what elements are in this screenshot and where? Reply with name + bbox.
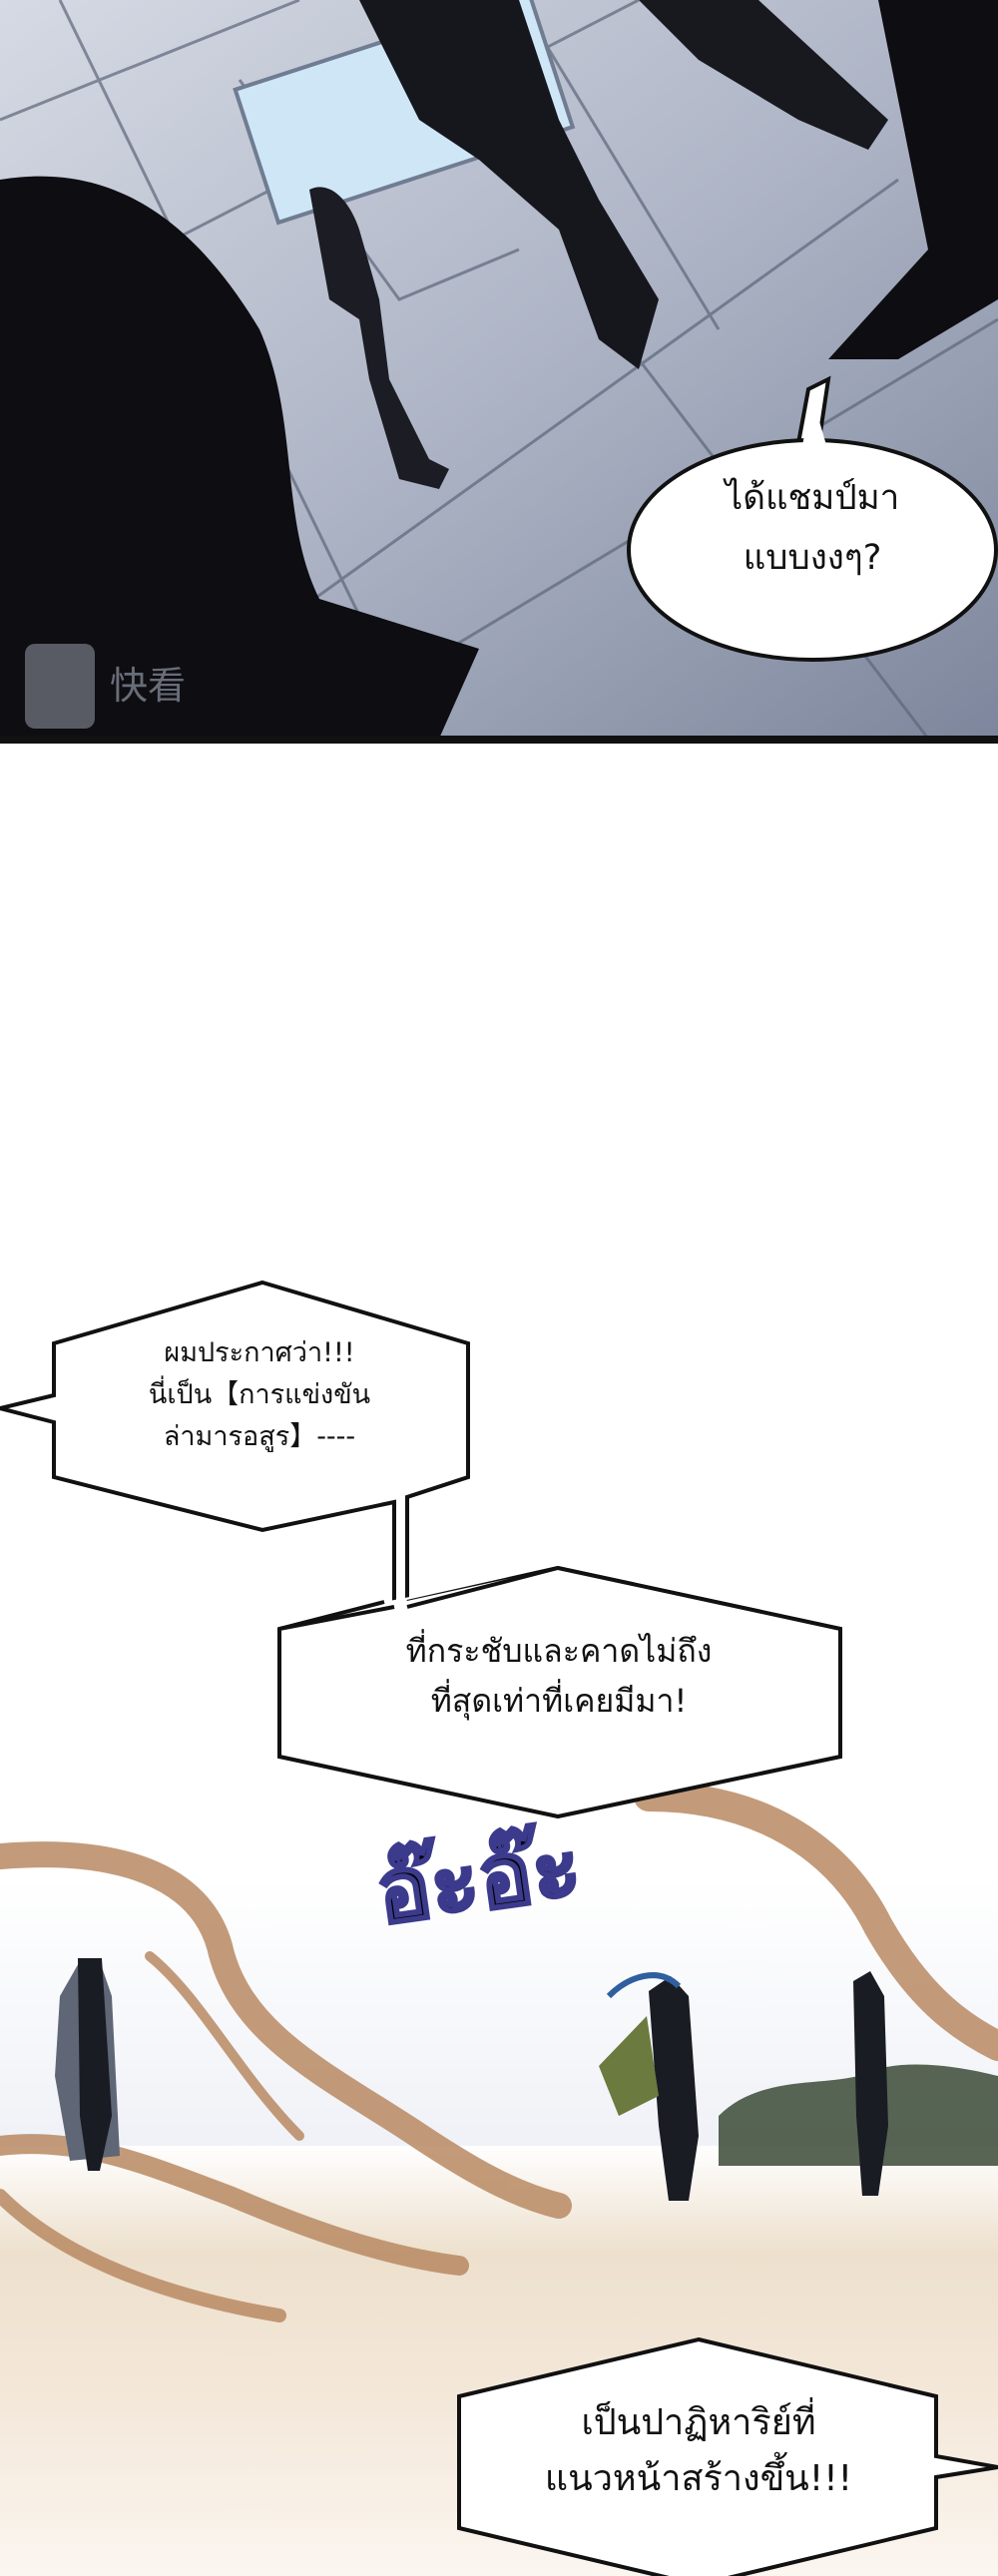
bubble-line: ที่กระชับและคาดไม่ถึง (405, 1632, 713, 1670)
speech-bubble-champion: ได้แชมป์มา แบบงงๆ? (629, 469, 996, 588)
top-panel-art: 快看 (0, 0, 998, 744)
bubble-line: ผมประกาศว่า!!! (164, 1337, 355, 1368)
watermark: 快看 (110, 664, 186, 708)
bubble-line: ได้แชมป์มา (725, 478, 900, 518)
speech-bubble-unexpected: ที่กระชับและคาดไม่ถึง ที่สุดเท่าที่เคยมี… (289, 1627, 828, 1726)
sound-effect-art: อ๊ะอ๊ะ (369, 1811, 589, 1946)
speech-bubble-miracle: เป็นปาฏิหาริย์ที่ แนวหน้าสร้างขึ้น!!! (469, 2395, 928, 2507)
bubble-line: แบบงงๆ? (743, 537, 882, 578)
bubble-line: แนวหน้าสร้างขึ้น!!! (544, 2457, 853, 2499)
bubble-line: นี่เป็น【การแข่งขัน (148, 1378, 371, 1410)
speech-bubble-announce: ผมประกาศว่า!!! นี่เป็น【การแข่งขัน ล่ามาร… (60, 1332, 459, 1458)
sound-effect: อ๊ะอ๊ะ (370, 1813, 587, 1945)
bubble-line: เป็นปาฏิหาริย์ที่ (581, 2402, 816, 2443)
bubble-line: ที่สุดเท่าที่เคยมีมา! (430, 1681, 688, 1720)
bubble-line: ล่ามารอสูร】---- (163, 1420, 356, 1452)
